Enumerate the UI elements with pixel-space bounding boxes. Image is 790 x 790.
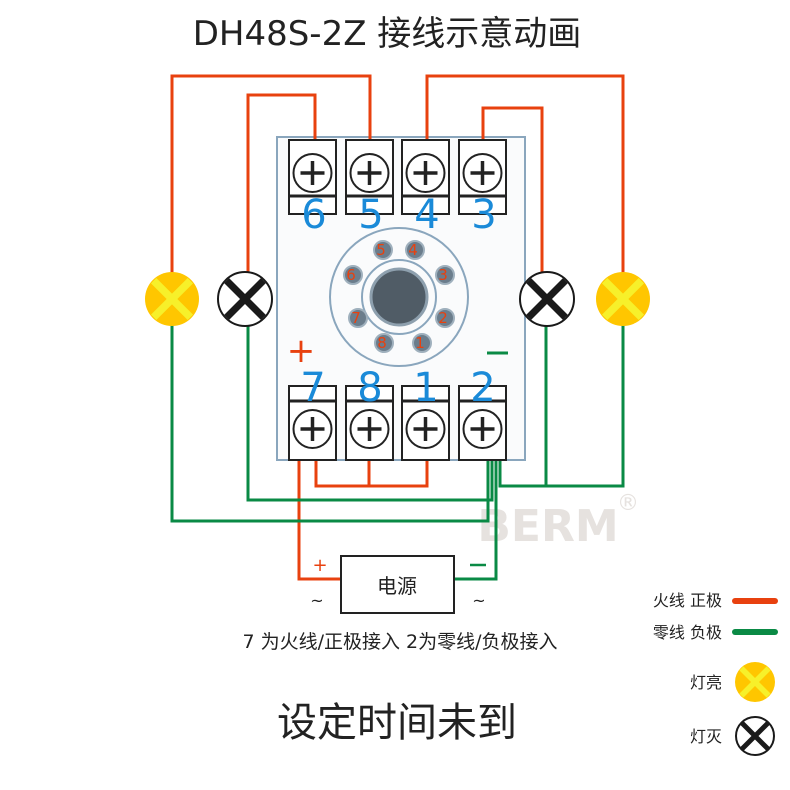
pin-contact: [435, 308, 455, 328]
lamp-right-outer-lit-icon: [596, 272, 650, 326]
lamp-right-inner-off-icon: [519, 271, 575, 327]
legend: 火线 正极 零线 负极 灯亮 灯灭: [653, 591, 778, 756]
legend-lamp-on-label: 灯亮: [690, 673, 722, 692]
terminal-number: 1: [413, 365, 438, 411]
wire-left-lamp-neutral: [170, 325, 490, 523]
wire-2-to-power-minus: [454, 460, 498, 581]
wire-3-to-right-inner-lamp: [481, 106, 544, 275]
pin-contact: [412, 333, 432, 353]
neutral-wires: [170, 325, 625, 581]
power-plus-label: +: [312, 555, 327, 576]
screw-icon: [349, 153, 390, 193]
watermark-logo: BERM: [477, 501, 618, 552]
terminal-2[interactable]: 2: [458, 365, 507, 461]
terminal-1[interactable]: 1: [401, 365, 450, 461]
socket-pin-1: 1: [412, 333, 432, 353]
lamp-on-icon: [735, 662, 775, 702]
power-ac-left: ~: [310, 591, 323, 610]
live-wires: [170, 74, 625, 581]
plus-mark: +: [287, 331, 316, 371]
wire-left-inner-lamp-neutral: [246, 325, 494, 502]
terminal-number: 7: [300, 365, 325, 411]
pin-number: 5: [376, 241, 386, 259]
terminal-7[interactable]: 7: [288, 365, 337, 461]
lamp-off-icon: [735, 716, 775, 756]
wire-4-to-right-lamp: [425, 74, 625, 275]
page-title: DH48S-2Z 接线示意动画: [193, 14, 582, 54]
socket-pin-2: 2: [435, 308, 455, 328]
legend-lamp-off-icon: [735, 716, 775, 756]
socket-center-key: [369, 267, 429, 327]
pin-contact: [343, 265, 363, 285]
screw-icon: [462, 409, 503, 449]
terminal-5[interactable]: 5: [345, 139, 394, 238]
watermark-registered-mark: ®: [617, 491, 639, 516]
socket-pin-5: 5: [373, 240, 393, 260]
socket-pin-6: 6: [343, 265, 363, 285]
terminal-number: 2: [470, 365, 495, 411]
pin-contact: [435, 265, 455, 285]
wire-bridge-7-8-1: [314, 460, 429, 488]
pin-contact: [348, 308, 368, 328]
pin-number: 3: [438, 266, 448, 284]
pin-contact: [373, 240, 393, 260]
pin-number: 7: [351, 309, 361, 327]
terminal-number: 8: [357, 365, 382, 411]
screw-icon: [405, 409, 446, 449]
screw-icon: [292, 153, 333, 193]
screw-icon: [292, 409, 333, 449]
wiring-note: 7 为火线/正极接入 2为零线/负极接入: [242, 631, 557, 653]
socket-pin-7: 7: [348, 308, 368, 328]
legend-neutral-label: 零线 负极: [653, 623, 722, 642]
terminal-6[interactable]: 6: [288, 139, 337, 238]
wire-5-to-left-lamp: [170, 74, 372, 275]
terminal-number: 6: [301, 192, 326, 238]
lamp-left-outer-lit-icon: [145, 272, 199, 326]
pin-number: 1: [415, 334, 425, 352]
wire-right-lamp-neutral: [498, 325, 625, 488]
legend-live-label: 火线 正极: [653, 591, 722, 610]
lamps: [145, 271, 650, 327]
terminal-8[interactable]: 8: [345, 365, 394, 461]
screw-icon: [349, 409, 390, 449]
socket-pins: 12 3 4 5 6 78: [343, 240, 455, 353]
legend-lamp-off-label: 灯灭: [690, 727, 722, 746]
power-supply-box: [340, 555, 455, 614]
pin-number: 2: [438, 309, 448, 327]
pin-contact: [374, 333, 394, 353]
pin-contact: [405, 240, 425, 260]
terminal-3[interactable]: 3: [458, 139, 507, 238]
octal-socket: [329, 227, 469, 367]
socket-pin-8: 8: [374, 333, 394, 353]
pin-number: 4: [408, 241, 418, 259]
power-ac-right: ~: [472, 591, 485, 610]
legend-lamp-on-icon: [735, 662, 775, 702]
terminal-number: 3: [471, 192, 496, 238]
terminal-4[interactable]: 4: [401, 139, 450, 238]
power-supply-label: 电源: [377, 574, 417, 598]
socket-pin-3: 3: [435, 265, 455, 285]
status-text: 设定时间未到: [277, 700, 517, 746]
lamp-left-inner-off-icon: [217, 271, 273, 327]
pin-number: 8: [377, 334, 387, 352]
screw-icon: [405, 153, 446, 193]
socket-pin-4: 4: [405, 240, 425, 260]
wire-6-to-left-inner-lamp: [246, 93, 317, 275]
screw-icon: [462, 153, 503, 193]
pin-number: 6: [346, 266, 356, 284]
